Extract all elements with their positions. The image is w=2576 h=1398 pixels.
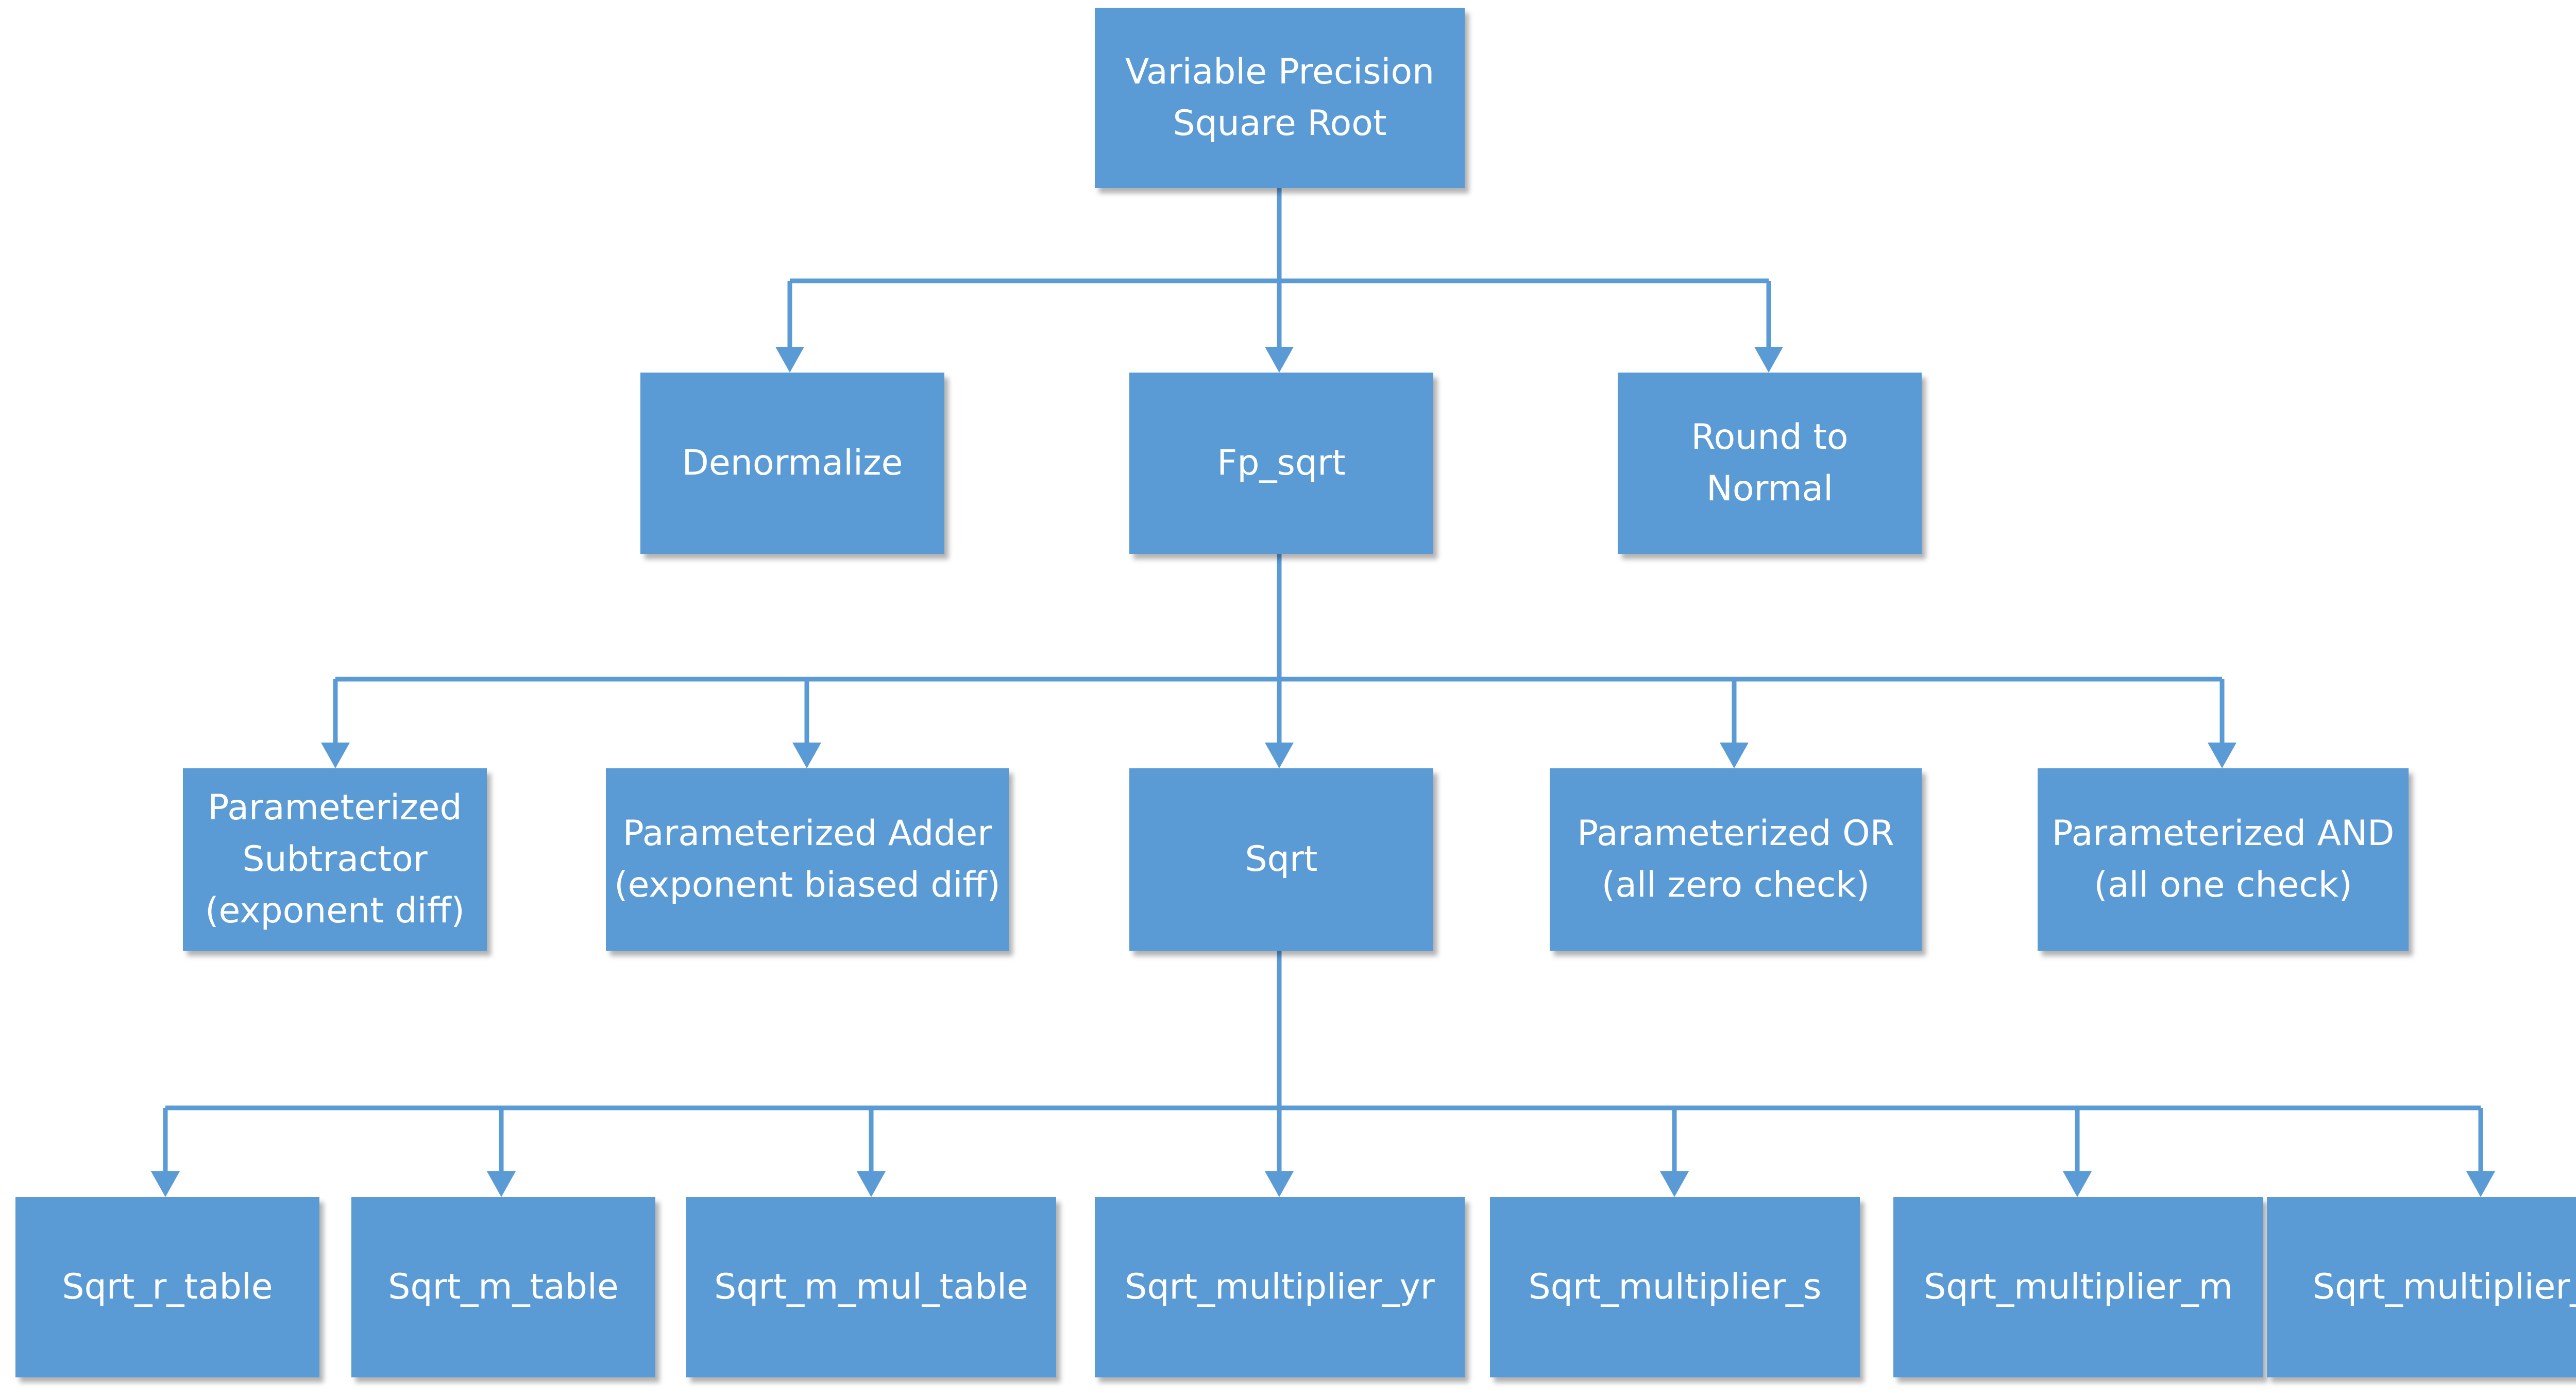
- node-label: Parameterized AND (all one check): [2052, 813, 2395, 905]
- arrowhead-sqrt-multiplier-s: [1660, 1171, 1689, 1197]
- arrowhead-sqrt-m-table: [487, 1171, 516, 1197]
- node-label: Sqrt_multiplier_yr: [1125, 1267, 1435, 1307]
- arrowhead-param-subtractor: [321, 743, 350, 768]
- node-label: Parameterized Adder (exponent biased dif…: [614, 813, 1001, 905]
- node-sqrt-multiplier-m: Sqrt_multiplier_m: [1893, 1197, 2263, 1377]
- node-sqrt-multiplier-s: Sqrt_multiplier_s: [1490, 1197, 1860, 1377]
- node-sqrt: Sqrt: [1129, 768, 1433, 951]
- node-label: Round to Normal: [1691, 417, 1849, 509]
- node-label: Sqrt_m_table: [388, 1267, 619, 1307]
- node-parameterized-and: Parameterized AND (all one check): [2038, 768, 2409, 951]
- node-label: Fp_sqrt: [1217, 443, 1346, 483]
- node-variable-precision-square-root: Variable Precision Square Root: [1095, 8, 1465, 188]
- arrowhead-round-to-normal: [1754, 347, 1783, 373]
- arrowhead-param-or: [1720, 743, 1749, 768]
- node-label: Parameterized OR (all zero check): [1577, 813, 1894, 905]
- node-label: Sqrt_multiplier_s: [1528, 1267, 1822, 1307]
- node-parameterized-subtractor: Parameterized Subtractor (exponent diff): [183, 768, 487, 951]
- node-label: Sqrt: [1245, 839, 1318, 880]
- node-denormalize: Denormalize: [640, 373, 944, 554]
- arrowhead-sqrt-m-mul-table: [857, 1171, 886, 1197]
- arrowhead-sqrt-multiplier-l: [2466, 1171, 2495, 1197]
- node-parameterized-or: Parameterized OR (all zero check): [1550, 768, 1922, 951]
- node-parameterized-adder: Parameterized Adder (exponent biased dif…: [606, 768, 1009, 951]
- arrowhead-sqrt-r-table: [151, 1171, 180, 1197]
- arrowhead-param-and: [2208, 743, 2236, 768]
- node-sqrt-multiplier-l: Sqrt_multiplier_l: [2267, 1197, 2576, 1377]
- node-label: Sqrt_multiplier_l: [2312, 1267, 2576, 1307]
- node-label: Denormalize: [682, 443, 903, 483]
- node-label: Sqrt_multiplier_m: [1924, 1267, 2233, 1307]
- node-label: Parameterized Subtractor (exponent diff): [205, 787, 465, 931]
- node-fp-sqrt: Fp_sqrt: [1129, 373, 1433, 554]
- node-sqrt-multiplier-yr: Sqrt_multiplier_yr: [1095, 1197, 1465, 1377]
- node-label: Variable Precision Square Root: [1125, 52, 1435, 144]
- arrowhead-sqrt-multiplier-m: [2063, 1171, 2092, 1197]
- arrowhead-sqrt: [1265, 743, 1294, 768]
- arrowhead-param-adder: [792, 743, 821, 768]
- arrowhead-denormalize: [775, 347, 804, 373]
- arrowhead-sqrt-multiplier-yr: [1265, 1171, 1294, 1197]
- node-sqrt-m-mul-table: Sqrt_m_mul_table: [686, 1197, 1056, 1377]
- arrowhead-fp-sqrt: [1265, 347, 1294, 373]
- node-sqrt-m-table: Sqrt_m_table: [351, 1197, 655, 1377]
- node-label: Sqrt_m_mul_table: [714, 1267, 1028, 1307]
- node-round-to-normal: Round to Normal: [1618, 373, 1922, 554]
- node-label: Sqrt_r_table: [62, 1267, 273, 1307]
- node-sqrt-r-table: Sqrt_r_table: [15, 1197, 319, 1377]
